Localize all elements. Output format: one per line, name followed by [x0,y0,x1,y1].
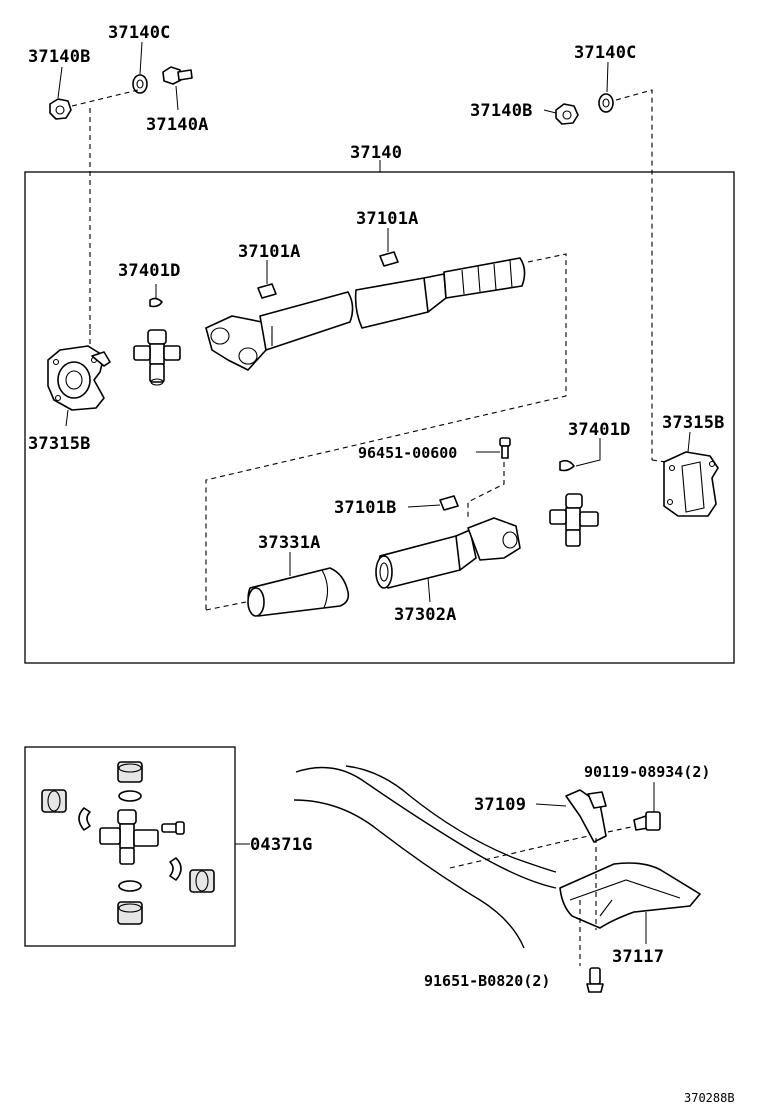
kit-spider [99,809,159,865]
nut-37140b-left [49,98,72,120]
label-37101b: 37101B [334,498,397,518]
snap-ring-left [78,807,91,831]
slip-yoke-37302a [375,517,521,589]
snap-ring-37401d-left [149,297,163,308]
label-91651-b0820: 91651-B0820(2) [424,972,550,990]
bearing-cup-bottom [117,901,143,925]
washer-37140c-right [598,93,614,113]
support-bracket-37109 [565,789,607,843]
bolt-91651 [586,967,604,993]
label-96451-00600: 96451-00600 [358,444,457,462]
flange-yoke-left [47,345,111,411]
snap-ring-right [169,857,182,881]
balance-weight-37101a-upper [379,251,399,267]
label-37140c-left: 37140C [108,23,171,43]
balance-weight-37101a-lower [257,283,277,299]
label-90119-08934: 90119-08934(2) [584,763,710,781]
snap-ring-top [118,790,142,802]
bearing-cup-right [189,869,215,893]
grease-fitting [499,437,511,459]
flange-yoke-right [663,451,719,517]
snap-ring-bottom [118,880,142,892]
kit-grease-fitting [161,821,185,835]
label-37315b-left: 37315B [28,434,91,454]
vehicle-frame-rails [293,765,557,949]
bolt-90119 [633,811,661,831]
balance-weight-37101b [439,495,459,511]
label-37117: 37117 [612,947,664,967]
assembly-frame [24,171,735,664]
label-37140b-left: 37140B [28,47,91,67]
repair-kit-frame [24,746,236,947]
propeller-shaft-rear-tube [354,257,526,329]
label-37140b-right: 37140B [470,101,533,121]
label-37140: 37140 [350,143,402,163]
propeller-shaft-front [205,291,354,371]
universal-joint-spider-left [133,329,181,386]
bearing-cup-top [117,761,143,783]
label-37101a-lower: 37101A [238,242,301,262]
label-37140a: 37140A [146,115,209,135]
label-37302a: 37302A [394,605,457,625]
snap-ring-37401d-right [559,459,575,472]
label-37331a: 37331A [258,533,321,553]
dust-boot-37331a [247,567,350,617]
label-37401d-left: 37401D [118,261,181,281]
nut-37140b-right [555,103,579,125]
universal-joint-spider-right [549,493,599,547]
diagram-code: 370288B [684,1091,735,1105]
label-37101a-upper: 37101A [356,209,419,229]
label-37109: 37109 [474,795,526,815]
bearing-cup-left [41,789,67,813]
label-04371g: 04371G [250,835,313,855]
label-37140c-right: 37140C [574,43,637,63]
label-37315b-right: 37315B [662,413,725,433]
heat-insulator-37117 [559,862,701,929]
label-37401d-right: 37401D [568,420,631,440]
bolt-37140a [162,66,193,85]
washer-37140c-left [132,74,148,94]
